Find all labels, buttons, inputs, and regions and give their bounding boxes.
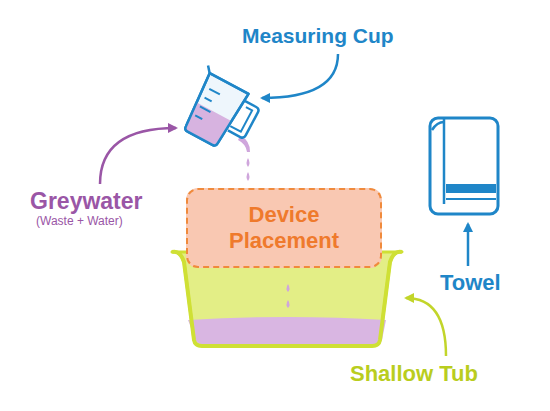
pour-stream <box>238 136 250 181</box>
part-label: Towel <box>440 271 501 295</box>
placement-box: Device Placement <box>186 188 382 268</box>
measuring-cup <box>176 66 266 157</box>
water-drops <box>287 284 290 308</box>
part-label: Greywater <box>30 189 143 214</box>
leader-line <box>100 128 176 184</box>
part-label: Shallow Tub <box>350 362 478 386</box>
towel <box>430 118 498 214</box>
leader-line <box>262 54 338 98</box>
part-label: Measuring Cup <box>242 24 394 47</box>
node-text: Device Placement <box>200 202 368 255</box>
leader-line <box>467 224 470 266</box>
note-label: (Waste + Water) <box>36 215 123 228</box>
leader-line <box>406 298 446 356</box>
